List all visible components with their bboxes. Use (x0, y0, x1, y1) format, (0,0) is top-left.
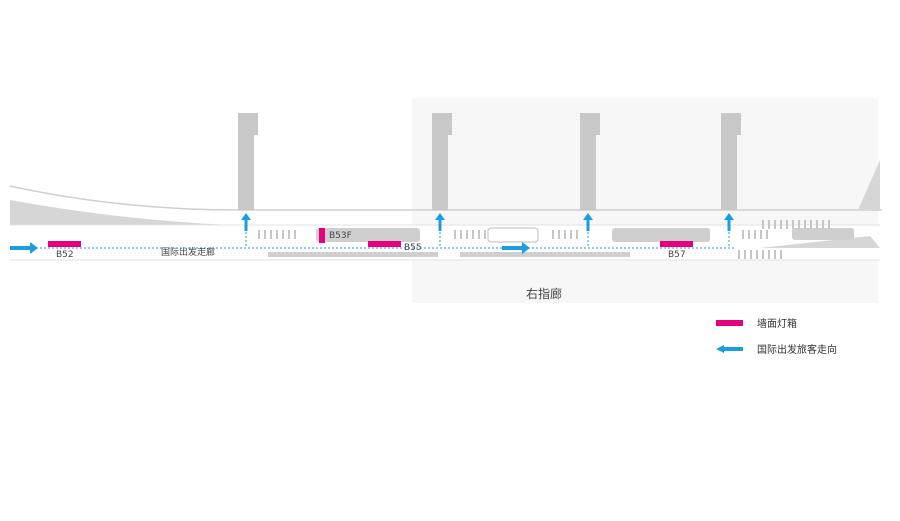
seat-mark (750, 250, 752, 259)
corridor-band (10, 225, 880, 260)
seat-mark (570, 230, 572, 239)
lightbox-b53f (319, 228, 325, 243)
jet-bridge (580, 113, 600, 135)
seating-rows (258, 220, 830, 259)
lightbox-swatch (716, 319, 743, 326)
seat-mark (786, 220, 788, 229)
label-corridor: 国际出发走廊 (161, 246, 215, 258)
label-b57: B57 (668, 250, 686, 260)
up-arrows (241, 213, 734, 231)
seat-mark (792, 220, 794, 229)
seat-mark (744, 250, 746, 259)
up-arrow-icon (241, 213, 251, 231)
jet-bridge (238, 113, 258, 135)
seat-mark (258, 230, 260, 239)
label-b52: B52 (56, 250, 74, 260)
lightboxes (48, 228, 693, 247)
jet-bridge (580, 135, 596, 210)
jet-bridge (721, 113, 741, 135)
seat-mark (294, 230, 296, 239)
seat-mark (276, 230, 278, 239)
seat-mark (564, 230, 566, 239)
seat-mark (754, 230, 756, 239)
seat-mark (748, 230, 750, 239)
jet-bridges (238, 113, 741, 210)
seat-mark (478, 230, 480, 239)
seat-mark (270, 230, 272, 239)
lightbox-b57 (660, 241, 693, 247)
seat-mark (756, 250, 758, 259)
jet-bridge (238, 135, 254, 210)
seat-mark (774, 220, 776, 229)
seat-mark (804, 220, 806, 229)
hold-room (316, 228, 420, 242)
seat-mark (466, 230, 468, 239)
seat-mark (484, 230, 486, 239)
label-b55: B55 (404, 243, 422, 253)
seat-mark (576, 230, 578, 239)
right-edge-wing (858, 160, 880, 210)
seat-mark (816, 220, 818, 229)
service-strip (460, 252, 630, 257)
right-arrow-icon (10, 242, 38, 254)
up-arrow-icon (583, 213, 593, 231)
seat-mark (460, 230, 462, 239)
lightbox-b52 (48, 241, 81, 247)
seat-mark (738, 250, 740, 259)
building-blocks (268, 228, 854, 257)
plan-background-panel (412, 98, 878, 303)
seat-mark (282, 230, 284, 239)
center-kiosk (487, 227, 539, 243)
jet-bridge (721, 135, 737, 210)
seat-mark (760, 230, 762, 239)
hold-room (792, 228, 854, 240)
seat-mark (810, 220, 812, 229)
seat-mark (822, 220, 824, 229)
seat-mark (828, 220, 830, 229)
seat-mark (768, 250, 770, 259)
left-arrow-icon (716, 344, 743, 353)
seat-mark (454, 230, 456, 239)
seat-mark (558, 230, 560, 239)
seat-mark (288, 230, 290, 239)
seat-mark (780, 250, 782, 259)
seat-mark (762, 250, 764, 259)
seat-mark (766, 230, 768, 239)
up-arrow-icon (435, 213, 445, 231)
seat-mark (768, 220, 770, 229)
service-strip (268, 252, 438, 257)
area-title: 右指廊 (526, 286, 562, 301)
seat-mark (780, 220, 782, 229)
legend-lightbox-label: 墙面灯箱 (757, 319, 797, 330)
up-arrow-icon (724, 213, 734, 231)
legend-direction: 国际出发旅客走向 (716, 341, 837, 356)
legend-direction-label: 国际出发旅客走向 (757, 345, 837, 356)
seat-mark (742, 230, 744, 239)
right-arrow-icon (502, 242, 530, 254)
jet-bridge (432, 113, 452, 135)
hold-room (612, 228, 710, 242)
jet-bridge (432, 135, 448, 210)
seat-mark (264, 230, 266, 239)
legend-lightbox: 墙面灯箱 (716, 315, 797, 330)
seat-mark (552, 230, 554, 239)
label-b53f: B53F (329, 231, 352, 241)
seat-mark (798, 220, 800, 229)
seat-mark (774, 250, 776, 259)
lightbox-b55 (368, 241, 401, 247)
seat-mark (762, 220, 764, 229)
roof-outline (9, 185, 882, 211)
seat-mark (472, 230, 474, 239)
